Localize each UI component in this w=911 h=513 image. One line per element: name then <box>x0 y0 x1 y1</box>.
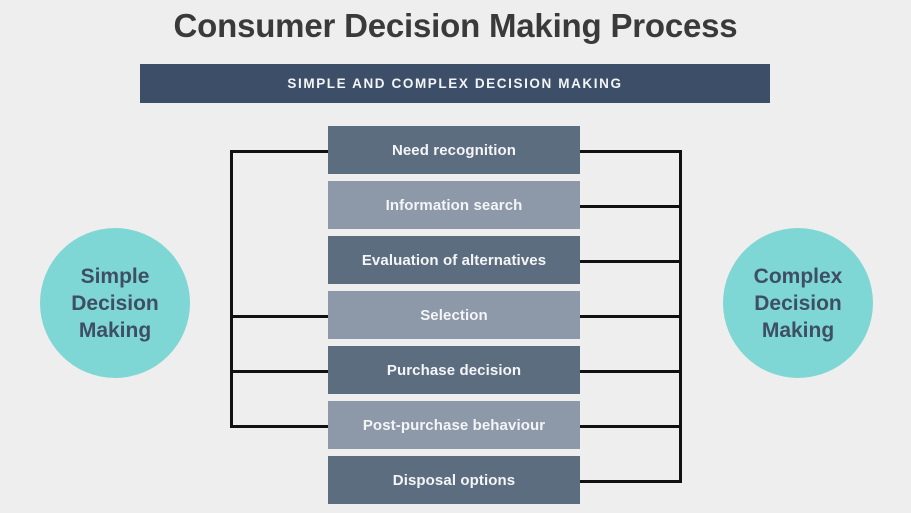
process-step-evaluation-of-alternatives[interactable]: Evaluation of alternatives <box>328 236 580 284</box>
complex-connector-need-recognition <box>579 150 682 153</box>
process-step-disposal-options[interactable]: Disposal options <box>328 456 580 504</box>
simple-connector-need-recognition <box>230 150 330 153</box>
process-step-label: Selection <box>420 306 488 324</box>
circle-label-line: Complex <box>753 264 843 288</box>
process-step-purchase-decision[interactable]: Purchase decision <box>328 346 580 394</box>
process-step-label: Need recognition <box>391 141 517 159</box>
circle-label-line: Decision <box>754 291 842 315</box>
subtitle-text: SIMPLE AND COMPLEX DECISION MAKING <box>287 76 623 91</box>
process-step-label: Disposal options <box>392 471 516 489</box>
process-step-label: Purchase decision <box>386 361 522 379</box>
complex-connector-evaluation-of-alternatives <box>579 260 682 263</box>
process-step-label: Evaluation of alternatives <box>361 251 547 269</box>
simple-connector-post-purchase <box>230 425 330 428</box>
complex-connector-selection <box>579 315 682 318</box>
process-step-need-recognition[interactable]: Need recognition <box>328 126 580 174</box>
page-title: Consumer Decision Making Process <box>173 7 738 44</box>
subtitle-banner: SIMPLE AND COMPLEX DECISION MAKING <box>140 64 770 103</box>
complex-connector-information-search <box>579 205 682 208</box>
process-step-selection[interactable]: Selection <box>328 291 580 339</box>
simple-decision-making-circle[interactable]: Simple Decision Making <box>40 228 190 378</box>
complex-connector-disposal-options <box>579 480 682 483</box>
circle-label-line: Simple <box>80 264 150 288</box>
circle-label-line: Making <box>78 318 152 342</box>
complex-decision-making-circle[interactable]: Complex Decision Making <box>723 228 873 378</box>
simple-connector-purchase-decision <box>230 370 330 373</box>
process-step-label: Information search <box>385 196 523 214</box>
simple-connector-selection <box>230 315 330 318</box>
complex-connector-purchase-decision <box>579 370 682 373</box>
circle-label-line: Decision <box>71 291 159 315</box>
process-step-label: Post-purchase behaviour <box>362 416 546 434</box>
complex-connector-post-purchase <box>579 425 682 428</box>
process-step-post-purchase-behaviour[interactable]: Post-purchase behaviour <box>328 401 580 449</box>
simple-bracket-spine <box>230 150 233 428</box>
process-step-information-search[interactable]: Information search <box>328 181 580 229</box>
circle-label-line: Making <box>761 318 835 342</box>
